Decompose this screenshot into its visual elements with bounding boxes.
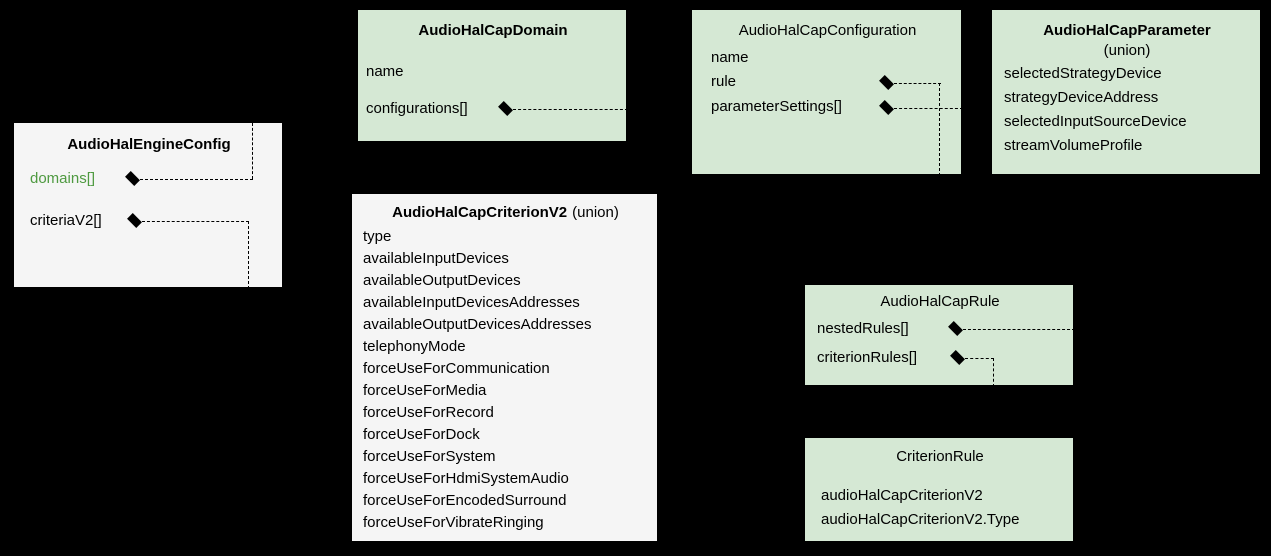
attribute-configurations: configurations[]: [366, 100, 468, 117]
attribute-available-output-devices: availableOutputDevices: [363, 272, 521, 289]
attribute-domain-name: name: [366, 63, 404, 80]
class-box-audio-hal-cap-rule[interactable]: AudioHalCapRule nestedRules[] criterionR…: [804, 284, 1074, 386]
attribute-available-input-devices-addresses: availableInputDevicesAddresses: [363, 294, 580, 311]
class-box-criterion-rule[interactable]: CriterionRule audioHalCapCriterionV2 aud…: [804, 437, 1074, 542]
class-box-audio-hal-cap-criterion-v2[interactable]: AudioHalCapCriterionV2(union) type avail…: [351, 193, 658, 542]
attribute-force-use-for-system: forceUseForSystem: [363, 448, 496, 465]
attribute-nested-rules: nestedRules[]: [817, 320, 909, 337]
attribute-telephony-mode: telephonyMode: [363, 338, 466, 355]
attribute-selected-input-source-device: selectedInputSourceDevice: [1004, 113, 1187, 130]
attribute-force-use-for-media: forceUseForMedia: [363, 382, 487, 399]
edge-domains-horizontal: [140, 179, 253, 180]
class-subtitle-audio-hal-cap-parameter: (union): [1103, 42, 1151, 59]
class-title-audio-hal-cap-configuration: AudioHalCapConfiguration: [738, 22, 917, 39]
edge-configurations-horizontal-inner: [513, 109, 626, 110]
attribute-rule: rule: [711, 73, 737, 90]
class-box-audio-hal-engine-config[interactable]: AudioHalEngineConfig domains[] criteriaV…: [13, 122, 283, 288]
class-subtitle-audio-hal-cap-criterion-v2: (union): [572, 204, 619, 221]
class-box-audio-hal-cap-configuration[interactable]: AudioHalCapConfiguration name rule param…: [691, 9, 962, 175]
attribute-stream-volume-profile: streamVolumeProfile: [1004, 137, 1143, 154]
class-title-criterion-rule: CriterionRule: [896, 448, 984, 465]
class-box-audio-hal-cap-parameter[interactable]: AudioHalCapParameter (union) selectedStr…: [991, 9, 1261, 175]
attribute-force-use-for-record: forceUseForRecord: [363, 404, 494, 421]
attribute-force-use-for-communication: forceUseForCommunication: [363, 360, 550, 377]
attribute-force-use-for-encoded-surround: forceUseForEncodedSurround: [363, 492, 567, 509]
edge-criterion-rules-vertical: [993, 358, 994, 385]
attribute-available-output-devices-addresses: availableOutputDevicesAddresses: [363, 316, 592, 333]
attribute-available-input-devices: availableInputDevices: [363, 250, 509, 267]
attribute-force-use-for-vibrate-ringing: forceUseForVibrateRinging: [363, 514, 544, 531]
class-title-audio-hal-cap-criterion-v2-wrap: AudioHalCapCriterionV2(union): [352, 204, 657, 221]
attribute-criterion-rules: criterionRules[]: [817, 349, 918, 366]
class-title-audio-hal-engine-config: AudioHalEngineConfig: [67, 136, 231, 153]
class-title-audio-hal-cap-domain: AudioHalCapDomain: [418, 22, 568, 39]
edge-parameter-settings-horizontal: [894, 108, 961, 109]
edge-rule-gap-vertical: [938, 175, 939, 284]
attribute-parameter-settings: parameterSettings[]: [711, 98, 842, 115]
class-box-audio-hal-cap-domain[interactable]: AudioHalCapDomain name configurations[]: [357, 9, 627, 142]
attribute-audio-hal-cap-criterion-v2: audioHalCapCriterionV2: [821, 487, 983, 504]
attribute-selected-strategy-device: selectedStrategyDevice: [1004, 65, 1162, 82]
edge-parameter-settings-gap: [962, 107, 991, 108]
edge-criteria-v2-horizontal: [142, 221, 249, 222]
attribute-force-use-for-dock: forceUseForDock: [363, 426, 480, 443]
edge-criteria-v2-vertical: [248, 221, 249, 287]
attribute-criteria-v2: criteriaV2[]: [30, 212, 102, 229]
edge-rule-vertical: [939, 83, 940, 174]
edge-rule-horizontal: [894, 83, 941, 84]
attribute-audio-hal-cap-criterion-v2-type: audioHalCapCriterionV2.Type: [821, 511, 1020, 528]
attribute-domains: domains[]: [30, 170, 96, 187]
attribute-configuration-name: name: [711, 49, 749, 66]
class-title-audio-hal-cap-rule: AudioHalCapRule: [880, 293, 1000, 310]
edge-configurations-gap: [627, 108, 695, 109]
edge-criterion-rules-horizontal: [965, 358, 994, 359]
class-title-audio-hal-cap-criterion-v2: AudioHalCapCriterionV2: [392, 204, 568, 221]
edge-nested-rules-horizontal: [963, 329, 1073, 330]
class-title-audio-hal-cap-parameter: AudioHalCapParameter: [1043, 22, 1211, 39]
attribute-strategy-device-address: strategyDeviceAddress: [1004, 89, 1159, 106]
attribute-criterion-type: type: [363, 228, 392, 245]
attribute-force-use-for-hdmi-system-audio: forceUseForHdmiSystemAudio: [363, 470, 569, 487]
